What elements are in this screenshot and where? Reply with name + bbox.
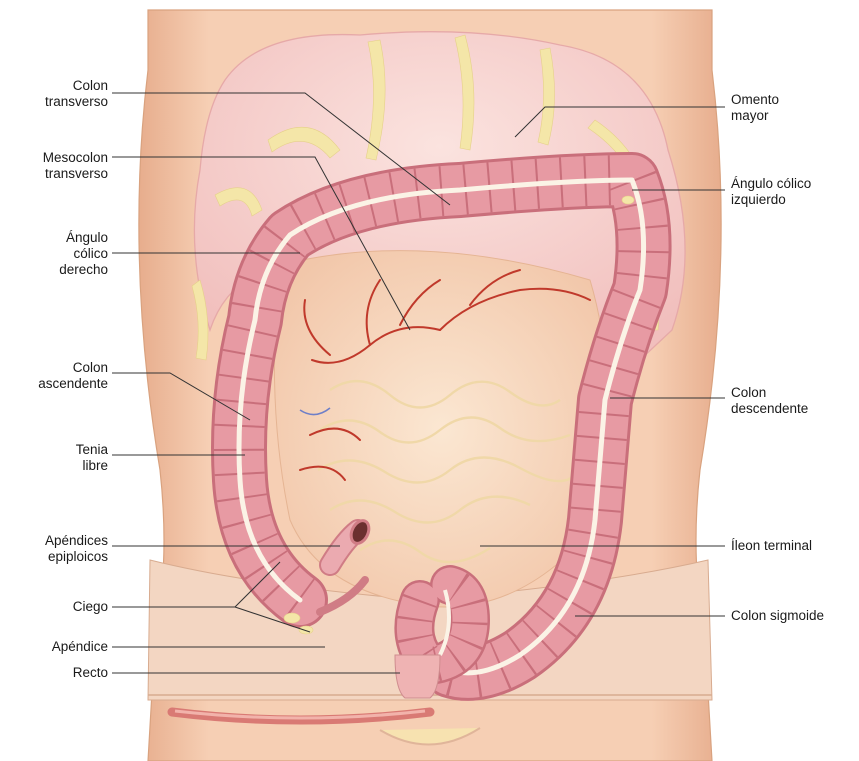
label-apendices-epiploicos: Apéndices epiploicos (8, 533, 108, 565)
label-mesocolon-transverso: Mesocolon transverso (8, 150, 108, 182)
label-angulo-colico-derecho: Ángulo cólico derecho (18, 230, 108, 278)
label-colon-transverso: Colon transverso (18, 78, 108, 110)
rectum (395, 655, 440, 698)
label-recto: Recto (18, 665, 108, 681)
label-colon-sigmoide: Colon sigmoide (731, 608, 824, 624)
label-angulo-colico-izquierdo: Ángulo cólico izquierdo (731, 176, 811, 208)
label-ciego: Ciego (18, 599, 108, 615)
label-tenia-libre: Tenia libre (18, 442, 108, 474)
label-omento-mayor: Omento mayor (731, 92, 779, 124)
label-apendice: Apéndice (18, 639, 108, 655)
label-colon-descendente: Colon descendente (731, 385, 808, 417)
label-ileon-terminal: Íleon terminal (731, 538, 812, 554)
label-colon-ascendente: Colon ascendente (8, 360, 108, 392)
